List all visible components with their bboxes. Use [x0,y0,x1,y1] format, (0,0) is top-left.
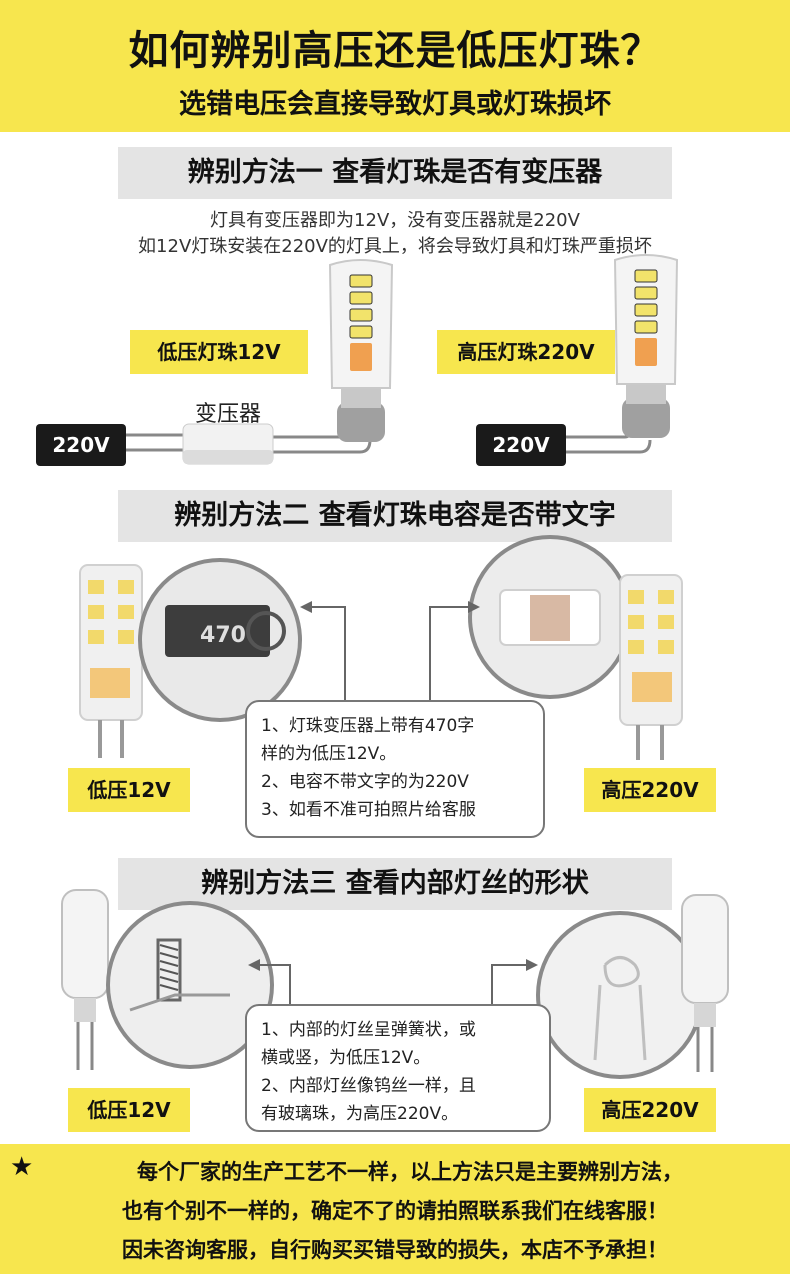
capacitor-marking: 470 [200,623,246,648]
transformer-icon [182,423,274,465]
magnifier-spring-filament-icon [106,901,274,1069]
g4-led-high-icon [619,574,683,760]
method1-low-label: 低压灯珠12V [130,330,308,374]
footer-line1: 每个厂家的生产工艺不一样，以上方法只是主要辨别方法， [137,1160,683,1184]
magnifier-tungsten-filament-icon [536,911,704,1079]
method3-low-label: 低压12V [68,1088,190,1132]
method2-high-label: 高压220V [584,768,716,812]
page-subtitle: 选错电压会直接导致灯具或灯珠损坏 [179,89,611,120]
footer-line3: 因未咨询客服，自行购买买错导致的损失，本店不予承担！ [122,1238,668,1262]
arrow-left-head [300,601,312,613]
method3-note-4: 有玻璃珠，为高压220V。 [261,1104,459,1124]
method2-note-4: 3、如看不准可拍照片给客服 [261,800,476,820]
method2-note-2: 样的为低压12V。 [261,744,397,764]
method1-info-line1: 灯具有变压器即为12V，没有变压器就是220V [210,210,580,231]
method1-info-line2: 如12V灯珠安装在220V的灯具上，将会导致灯具和灯珠严重损坏 [138,236,652,257]
method3-note-2: 横或竖，为低压12V。 [261,1048,431,1068]
method2-notes-callout: 1、灯珠变压器上带有470字 样的为低压12V。 2、电容不带文字的为220V … [245,700,545,838]
method3-high-label: 高压220V [584,1088,716,1132]
method3-banner: 辨别方法三 查看内部灯丝的形状 [118,858,672,910]
method3-note-3: 2、内部灯丝像钨丝一样，且 [261,1076,476,1096]
method2-low-label: 低压12V [68,768,190,812]
footer-notice [0,1144,790,1274]
magnifier-capacitor-plain-icon [468,535,632,699]
led-bulb-12v-icon [328,259,394,442]
method2-note-1: 1、灯珠变压器上带有470字 [261,716,475,736]
magnifier-capacitor-470-icon [138,558,302,722]
method3-notes-callout: 1、内部的灯丝呈弹簧状，或 横或竖，为低压12V。 2、内部灯丝像钨丝一样，且 … [245,1004,551,1132]
method1-high-label: 高压灯珠220V [437,330,615,374]
page-title: 如何辨别高压还是低压灯珠？ [128,28,662,74]
header-banner [0,0,790,132]
star-icon: ★ [10,1152,34,1182]
method2-note-3: 2、电容不带文字的为220V [261,772,469,792]
method2-arrows [310,606,470,712]
transformer-label: 变压器 [194,402,261,427]
arrow-left-head-2 [248,959,260,971]
arrow-right-head-2 [526,959,538,971]
halogen-low-icon [61,889,109,1070]
g4-led-low-icon [79,564,143,758]
method1-banner: 辨别方法一 查看灯珠是否有变压器 [118,147,672,199]
footer-line2: 也有个别不一样的，确定不了的请拍照联系我们在线客服！ [122,1199,668,1223]
led-bulb-220v-icon [613,254,679,438]
method3-note-1: 1、内部的灯丝呈弹簧状，或 [261,1020,476,1040]
method3-arrows [258,964,528,1010]
method1-volt-left: 220V [36,424,126,466]
halogen-high-icon [681,894,729,1072]
method1-volt-right: 220V [476,424,566,466]
arrow-right-head [468,601,480,613]
method2-banner: 辨别方法二 查看灯珠电容是否带文字 [118,490,672,542]
